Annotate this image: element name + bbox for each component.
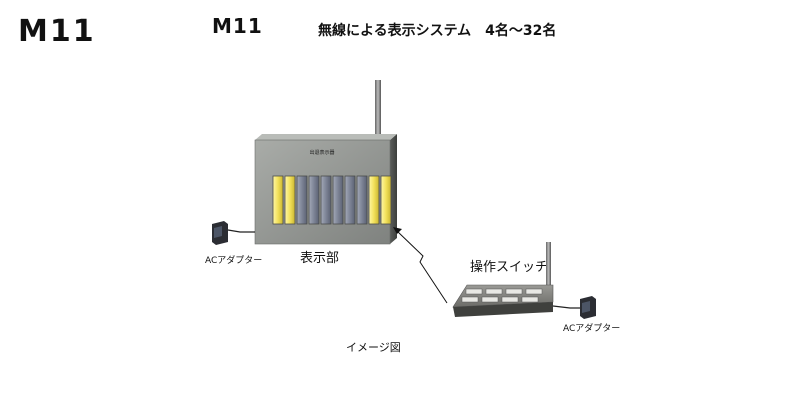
system-title: 無線による表示システム 4名～32名 bbox=[318, 23, 557, 39]
ac-adapter-left-label: ACアダプター bbox=[205, 254, 262, 266]
ac-adapter-right-label: ACアダプター bbox=[563, 322, 620, 334]
display-unit: 出退表示器 bbox=[254, 80, 397, 245]
switch-button bbox=[505, 288, 523, 295]
switch-button bbox=[465, 288, 483, 295]
ac-adapter-left bbox=[212, 221, 255, 245]
switch-button bbox=[521, 296, 539, 303]
lamp-lit bbox=[284, 175, 296, 225]
radio-signal-arrow bbox=[393, 227, 448, 304]
lamp-lit bbox=[380, 175, 392, 225]
lamp-unlit bbox=[344, 175, 356, 225]
model-code-small: M11 bbox=[212, 14, 263, 38]
ac-adapter-right bbox=[552, 296, 596, 319]
switch-button bbox=[481, 296, 499, 303]
ac-adapter-left-face bbox=[214, 226, 222, 238]
lamp-unlit bbox=[320, 175, 332, 225]
switch-power-cord bbox=[552, 305, 580, 309]
switch-button bbox=[501, 296, 519, 303]
lamp-unlit bbox=[296, 175, 308, 225]
display-antenna bbox=[375, 80, 381, 140]
switch-button bbox=[485, 288, 503, 295]
display-unit-side bbox=[390, 134, 397, 244]
switch-unit-front bbox=[453, 302, 553, 317]
display-panel-caption: 出退表示器 bbox=[309, 149, 334, 156]
lamp-lit bbox=[272, 175, 284, 225]
switch-buttons bbox=[461, 288, 543, 303]
ac-adapter-right-face bbox=[582, 301, 590, 313]
lamp-unlit bbox=[308, 175, 320, 225]
model-code-large: M11 bbox=[18, 14, 96, 49]
lamp-unlit bbox=[356, 175, 368, 225]
switch-button bbox=[525, 288, 543, 295]
display-unit-top bbox=[255, 134, 397, 140]
lamp-array bbox=[272, 175, 392, 225]
switch-button bbox=[461, 296, 479, 303]
display-unit-label: 表示部 bbox=[300, 251, 339, 266]
switch-antenna bbox=[546, 242, 551, 287]
lamp-lit bbox=[368, 175, 380, 225]
switch-unit bbox=[452, 242, 554, 317]
lamp-unlit bbox=[332, 175, 344, 225]
display-power-cord bbox=[227, 229, 255, 233]
switch-unit-label: 操作スイッチ bbox=[470, 259, 548, 275]
image-caption: イメージ図 bbox=[346, 341, 401, 354]
